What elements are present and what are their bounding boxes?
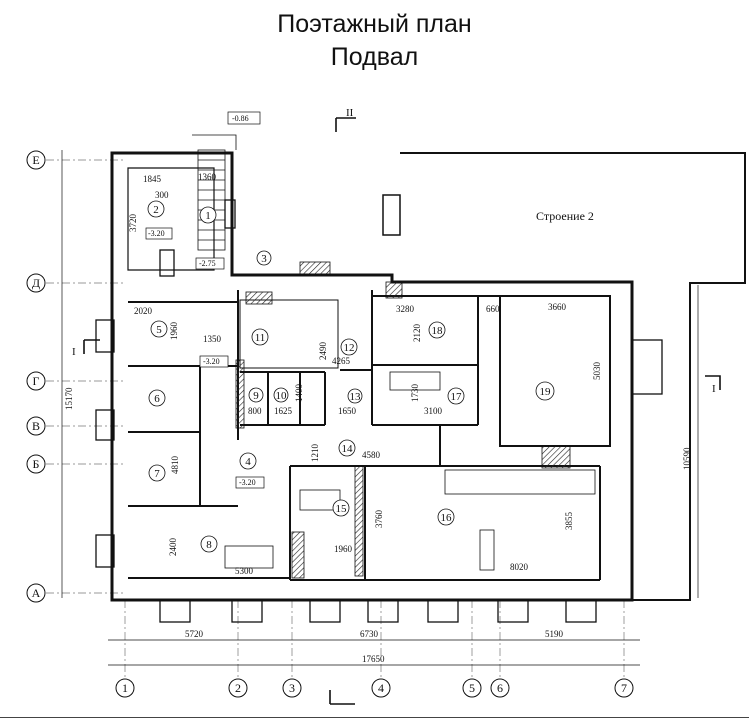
dim-5190: 5190 (545, 629, 564, 639)
dim-1960: 1960 (169, 322, 179, 341)
dim-8020: 8020 (510, 562, 529, 572)
level-320-room4: -3.20 (239, 478, 256, 487)
dim-2400: 2400 (168, 538, 178, 557)
level-tag-boxes (145, 111, 265, 489)
axis-number-1: 1 (122, 681, 128, 695)
dim-3280: 3280 (396, 304, 415, 314)
axis-number-4: 4 (378, 681, 384, 695)
dim-2120: 2120 (412, 324, 422, 343)
axis-letter-A: А (32, 586, 41, 600)
room-13: 13 (350, 391, 362, 403)
dim-800: 800 (248, 406, 262, 416)
dim-4580: 4580 (362, 450, 381, 460)
dim-2490: 2490 (318, 342, 328, 361)
room-7: 7 (154, 468, 160, 480)
plan-title-line2: Подвал (330, 43, 419, 71)
dim-10590: 10590 (682, 447, 692, 470)
level-275: -2.75 (199, 259, 216, 268)
room-11: 11 (255, 332, 266, 344)
room-12: 12 (344, 342, 355, 354)
section-mark-right: I (712, 383, 716, 395)
axis-letter-V: В (32, 419, 40, 433)
section-mark-top: II (346, 107, 354, 119)
interior-dimensions: 1845 1360 300 3720 2020 1960 1350 2490 4… (128, 172, 602, 576)
dim-1360: 1360 (198, 172, 217, 182)
dim-3720: 3720 (128, 214, 138, 233)
room-15: 15 (336, 503, 348, 515)
room-3: 3 (261, 253, 267, 265)
room-numbers: 1 2 3 4 5 6 7 8 9 10 11 12 13 14 15 16 1… (153, 204, 551, 551)
kitchen-equipment (224, 371, 596, 571)
axis-letter-B: Б (33, 457, 40, 471)
building-2-annex (382, 152, 746, 601)
side-dimension-lines (61, 150, 699, 598)
room-bubbles (147, 200, 555, 553)
room-10: 10 (276, 390, 288, 402)
dim-5720: 5720 (185, 629, 204, 639)
facade-windows (95, 199, 663, 623)
dim-17650: 17650 (362, 654, 385, 664)
axis-letter-G: Г (33, 374, 40, 388)
room-5: 5 (156, 324, 162, 336)
level-086: -0.86 (232, 114, 249, 123)
building-2-label: Строение 2 (536, 209, 594, 223)
room-14: 14 (342, 443, 354, 455)
axis-number-7: 7 (621, 681, 627, 695)
dim-1210: 1210 (310, 444, 320, 463)
room-8: 8 (206, 539, 212, 551)
plan-title-line1: Поэтажный план (277, 10, 472, 38)
dim-1400: 1400 (294, 384, 304, 403)
section-mark-left: I (72, 346, 76, 358)
interior-walls (128, 290, 611, 581)
room-18: 18 (432, 325, 444, 337)
axis-letter-D: Д (32, 276, 40, 290)
dim-5300: 5300 (235, 566, 254, 576)
room-4: 4 (245, 456, 251, 468)
room-16: 16 (441, 512, 453, 524)
hatched-walls (235, 261, 571, 579)
dim-15170: 15170 (64, 387, 74, 410)
room-2: 2 (153, 204, 159, 216)
room-17: 17 (451, 391, 463, 403)
axis-number-6: 6 (497, 681, 503, 695)
bottom-dimension-lines (108, 639, 640, 666)
level-320-room5: -3.20 (203, 357, 220, 366)
axis-letter-E: Е (32, 153, 39, 167)
dim-1625: 1625 (274, 406, 293, 416)
dim-3100: 3100 (424, 406, 443, 416)
dim-660: 660 (486, 304, 500, 314)
dim-3855: 3855 (564, 512, 574, 531)
room-19: 19 (540, 386, 552, 398)
dim-5030: 5030 (592, 362, 602, 381)
page-bottom-rule (0, 717, 749, 718)
dim-1960-room15: 1960 (334, 544, 353, 554)
section-marks (83, 117, 721, 705)
dim-1350: 1350 (203, 334, 222, 344)
axis-number-3: 3 (289, 681, 295, 695)
room-1: 1 (205, 210, 211, 222)
axis-number-2: 2 (235, 681, 241, 695)
dim-3760: 3760 (374, 510, 384, 529)
dim-4810: 4810 (170, 456, 180, 475)
axis-number-5: 5 (469, 681, 475, 695)
dim-300: 300 (155, 190, 169, 200)
axis-number-bubbles (115, 678, 634, 698)
dim-1845: 1845 (143, 174, 162, 184)
axis-letter-bubbles (26, 150, 46, 603)
dim-1730: 1730 (410, 384, 420, 403)
level-320-room2: -3.20 (148, 229, 165, 238)
dim-1650: 1650 (338, 406, 357, 416)
room-6: 6 (154, 393, 160, 405)
dim-6730: 6730 (360, 629, 379, 639)
dim-3660: 3660 (548, 302, 567, 312)
plan-title: Поэтажный план Подвал (0, 8, 749, 74)
room-9: 9 (253, 390, 259, 402)
dim-4265: 4265 (332, 356, 351, 366)
dim-2020: 2020 (134, 306, 153, 316)
